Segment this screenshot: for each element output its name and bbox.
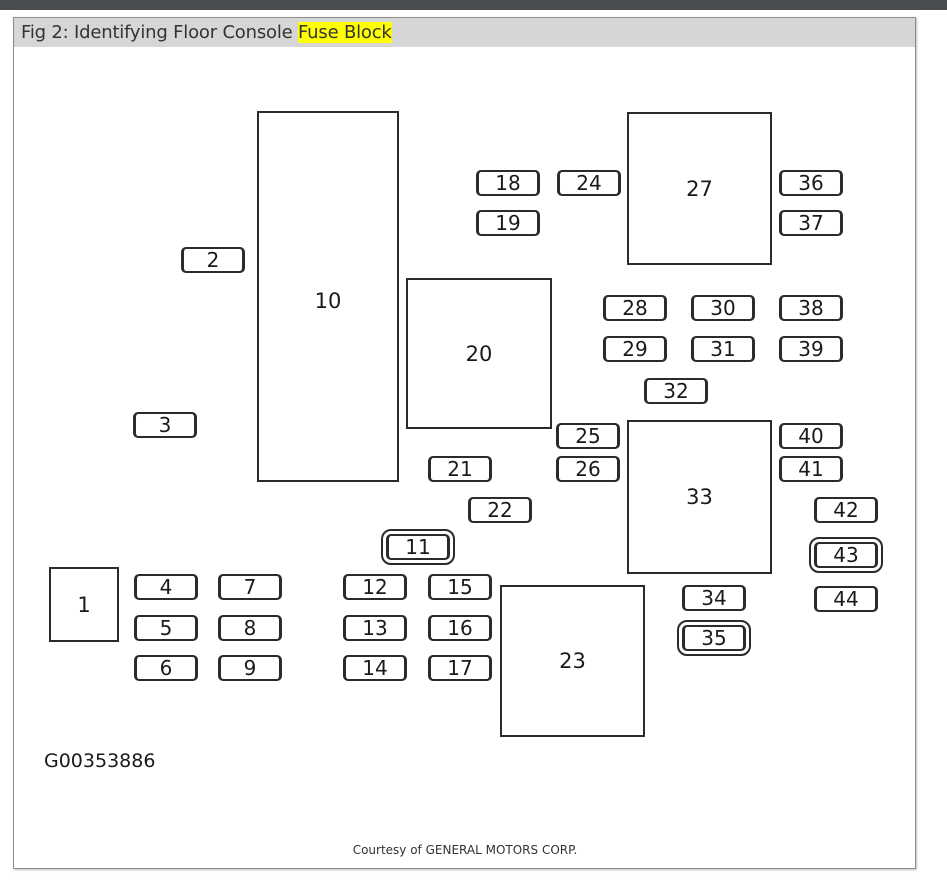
caption-highlight: Fuse Block <box>298 22 392 43</box>
fuse-28: 28 <box>603 295 667 321</box>
courtesy-note: Courtesy of GENERAL MOTORS CORP. <box>352 843 578 857</box>
relay-1: 1 <box>49 567 119 642</box>
fuse-37: 37 <box>779 210 843 236</box>
relay-20: 20 <box>406 278 552 429</box>
caption-prefix: Fig 2: Identifying Floor Console <box>21 22 299 43</box>
fuse-41: 41 <box>779 456 843 482</box>
fuse-44: 44 <box>814 586 878 612</box>
fuse-3: 3 <box>133 412 197 438</box>
fuse-34: 34 <box>682 585 746 611</box>
fuse-29: 29 <box>603 336 667 362</box>
fuse-21: 21 <box>428 456 492 482</box>
figure-code: G00353886 <box>44 750 156 772</box>
fuse-43: 43 <box>809 537 883 573</box>
fuse-2: 2 <box>181 247 245 273</box>
fuse-12: 12 <box>343 574 407 600</box>
relay-10: 10 <box>257 111 399 482</box>
fuse-15: 15 <box>428 574 492 600</box>
relay-33: 33 <box>627 420 772 574</box>
fuse-17: 17 <box>428 655 492 681</box>
fuse-4: 4 <box>134 574 198 600</box>
fuse-24: 24 <box>557 170 621 196</box>
fuse-7: 7 <box>218 574 282 600</box>
fuse-18: 18 <box>476 170 540 196</box>
fuse-42: 42 <box>814 497 878 523</box>
fuse-26: 26 <box>556 456 620 482</box>
fuse-32: 32 <box>644 378 708 404</box>
fuse-40: 40 <box>779 423 843 449</box>
fuse-38: 38 <box>779 295 843 321</box>
fuse-6: 6 <box>134 655 198 681</box>
relay-23: 23 <box>500 585 645 737</box>
fuse-11: 11 <box>381 529 455 565</box>
fuse-5: 5 <box>134 615 198 641</box>
fuse-14: 14 <box>343 655 407 681</box>
fuse-16: 16 <box>428 615 492 641</box>
relay-27: 27 <box>627 112 772 265</box>
fuse-35: 35 <box>677 620 751 656</box>
fuse-8: 8 <box>218 615 282 641</box>
fuse-19: 19 <box>476 210 540 236</box>
fuse-13: 13 <box>343 615 407 641</box>
figure-caption: Fig 2: Identifying Floor Console Fuse Bl… <box>14 18 915 47</box>
fuse-22: 22 <box>468 497 532 523</box>
fuse-39: 39 <box>779 336 843 362</box>
top-strip <box>0 0 947 10</box>
fuse-31: 31 <box>691 336 755 362</box>
fuse-30: 30 <box>691 295 755 321</box>
fuse-36: 36 <box>779 170 843 196</box>
fuse-9: 9 <box>218 655 282 681</box>
fuse-25: 25 <box>556 423 620 449</box>
